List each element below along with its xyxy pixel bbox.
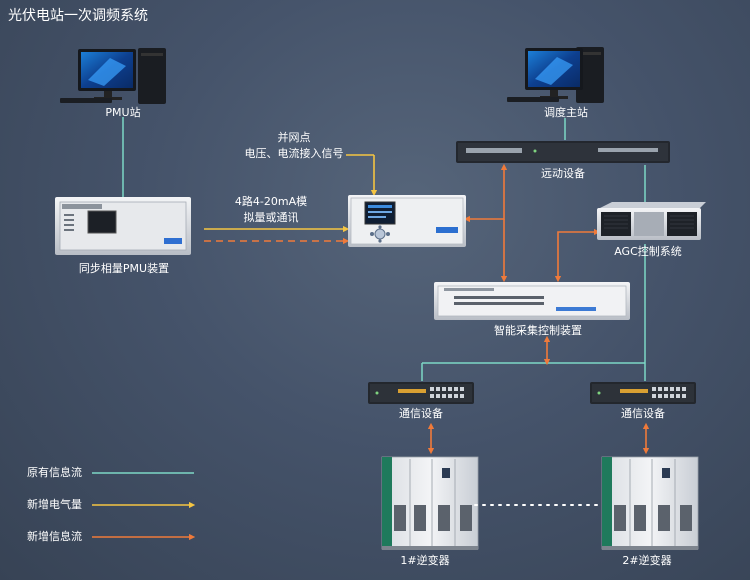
remote-device-label: 远动设备	[541, 167, 585, 180]
diagram-title: 光伏电站一次调频系统	[8, 8, 148, 24]
analog-label-line2: 拟量或通讯	[243, 211, 299, 224]
comm-device-2-label: 通信设备	[621, 407, 665, 420]
legend-original-flow: 原有信息流	[27, 466, 82, 479]
grid-point-label-line1: 并网点	[277, 131, 311, 144]
comm-device-1-label: 通信设备	[399, 407, 443, 420]
inverter-2-icon	[601, 456, 699, 550]
inverter-1-label: 1#逆变器	[400, 554, 450, 567]
grid-point-label-line2: 电压、电流接入信号	[244, 147, 344, 160]
legend-new-electrical: 新增电气量	[27, 498, 82, 511]
pmu-device-icon	[55, 197, 191, 255]
pmu-device-label: 同步相量PMU装置	[78, 262, 170, 275]
comm-device-2-icon	[590, 382, 696, 404]
inverter-2-label: 2#逆变器	[622, 554, 672, 567]
pmu-station-computer-icon	[60, 48, 166, 104]
agc-server-icon	[597, 202, 706, 240]
pmu-station-label: PMU站	[105, 106, 141, 119]
legend-new-info: 新增信息流	[27, 530, 82, 543]
inverter-1-icon	[381, 456, 479, 550]
smart-controller-label: 智能采集控制装置	[494, 324, 582, 337]
dispatch-station-label: 调度主站	[544, 106, 588, 119]
original-flow-lines	[122, 117, 646, 381]
central-controller-icon	[348, 195, 466, 247]
new-info-lines	[204, 163, 650, 455]
legend-lines	[92, 472, 196, 541]
analog-label-line1: 4路4-20mA模	[234, 195, 308, 208]
dispatch-station-computer-icon	[507, 47, 604, 103]
comm-device-1-icon	[368, 382, 474, 404]
new-electrical-lines	[204, 154, 378, 233]
agc-system-label: AGC控制系统	[614, 245, 682, 258]
smart-controller-icon	[434, 282, 630, 320]
remote-device-icon	[456, 141, 670, 163]
